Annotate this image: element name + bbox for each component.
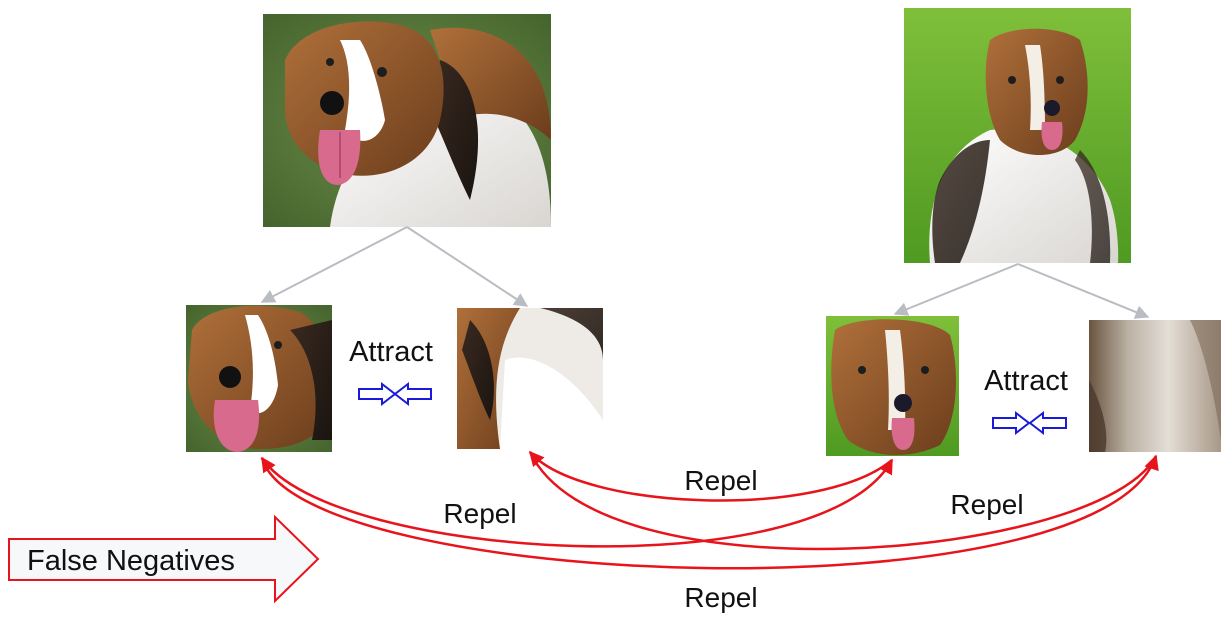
repel-label-top: Repel — [684, 465, 757, 496]
repel-curve-body-face — [529, 450, 893, 502]
crop-left-body — [457, 308, 603, 449]
repel-curve-face-face — [260, 456, 894, 548]
crop-right-face — [826, 316, 959, 456]
attract-arrows-right — [992, 410, 1067, 436]
false-negatives-arrow-shape — [8, 514, 320, 604]
crop-left-face — [186, 305, 332, 452]
anchor-image-left — [263, 14, 551, 227]
repel-curve-face-body — [260, 454, 1159, 570]
false-negatives-callout: False Negatives — [8, 514, 320, 604]
repel-label-left: Repel — [443, 498, 516, 529]
false-negatives-label: False Negatives — [27, 545, 235, 577]
repel-label-right: Repel — [950, 489, 1023, 520]
anchor-image-right — [904, 8, 1131, 263]
repel-curve-body-body — [528, 451, 1158, 551]
attract-arrows-left — [358, 381, 432, 407]
crop-right-body — [1089, 320, 1221, 452]
augmentation-lines — [260, 226, 1150, 319]
repel-label-bottom: Repel — [684, 582, 757, 613]
attract-label-left: Attract — [349, 336, 433, 368]
attract-label-right: Attract — [984, 365, 1068, 397]
repel-curves — [260, 450, 1159, 570]
